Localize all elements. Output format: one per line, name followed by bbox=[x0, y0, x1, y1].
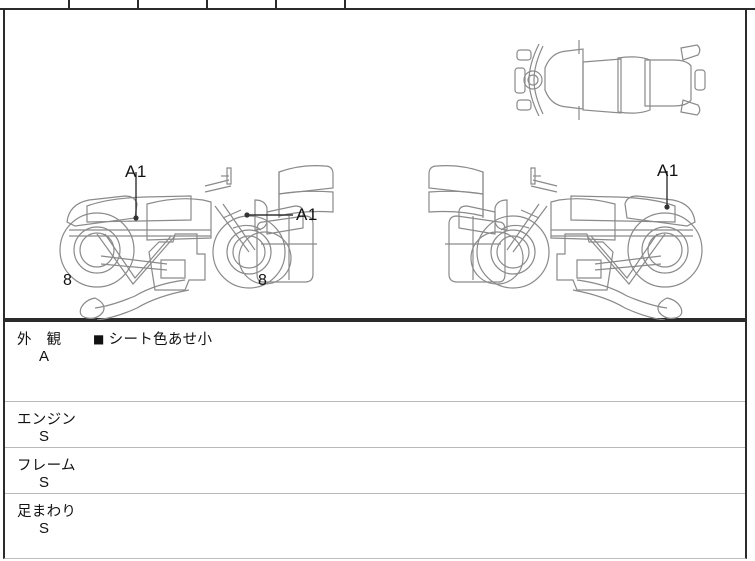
motorcycle-top-view bbox=[514, 40, 706, 120]
header-divider-3 bbox=[206, 0, 208, 9]
annotation-leaders bbox=[133, 171, 670, 221]
note-bullet-icon: ■ bbox=[93, 332, 105, 346]
condition-row-chassis: 足まわり S bbox=[5, 494, 745, 557]
diagram-panel: A1 A1 A1 8 8 bbox=[3, 10, 747, 320]
condition-grade-chassis: S bbox=[39, 520, 50, 537]
condition-row-frame: フレーム S bbox=[5, 448, 745, 494]
header-strip bbox=[0, 0, 755, 10]
header-divider-2 bbox=[137, 0, 139, 9]
condition-category-engine: エンジン bbox=[17, 412, 77, 428]
condition-grade-engine: S bbox=[39, 428, 50, 445]
annotation-a1-left-frame: A1 bbox=[125, 162, 147, 181]
condition-row-engine: エンジン S bbox=[5, 402, 745, 448]
condition-category-chassis: 足まわり bbox=[17, 504, 77, 520]
leader-dot-a1-left-frame bbox=[133, 215, 139, 221]
condition-grade-exterior: A bbox=[39, 348, 50, 365]
header-divider-1 bbox=[68, 0, 70, 9]
annotation-a1-left-saddlebag: A1 bbox=[296, 205, 318, 224]
condition-category-frame: フレーム bbox=[17, 458, 76, 474]
annotation-a1-right-seat: A1 bbox=[657, 161, 679, 180]
condition-category-exterior: 外 観 bbox=[17, 332, 62, 348]
leader-dot-a1-left-bag bbox=[244, 212, 250, 218]
motorcycle-left-side-view bbox=[59, 165, 334, 320]
condition-table: 外 観 ■シート色あせ小 A エンジン S フレーム S 足まわり S bbox=[3, 320, 747, 559]
header-divider-5 bbox=[344, 0, 346, 9]
condition-note-exterior: ■シート色あせ小 bbox=[93, 328, 212, 349]
wheel-mark-rear: 8 bbox=[63, 272, 72, 289]
wheel-mark-front: 8 bbox=[258, 272, 267, 289]
leader-dot-a1-right-seat bbox=[664, 204, 670, 210]
header-divider-4 bbox=[275, 0, 277, 9]
condition-note-text-exterior: シート色あせ小 bbox=[108, 332, 213, 348]
condition-grade-frame: S bbox=[39, 474, 50, 491]
motorcycle-right-side-view bbox=[428, 165, 703, 320]
header-bottom-rule bbox=[0, 8, 755, 10]
condition-row-exterior: 外 観 ■シート色あせ小 A bbox=[5, 322, 745, 402]
